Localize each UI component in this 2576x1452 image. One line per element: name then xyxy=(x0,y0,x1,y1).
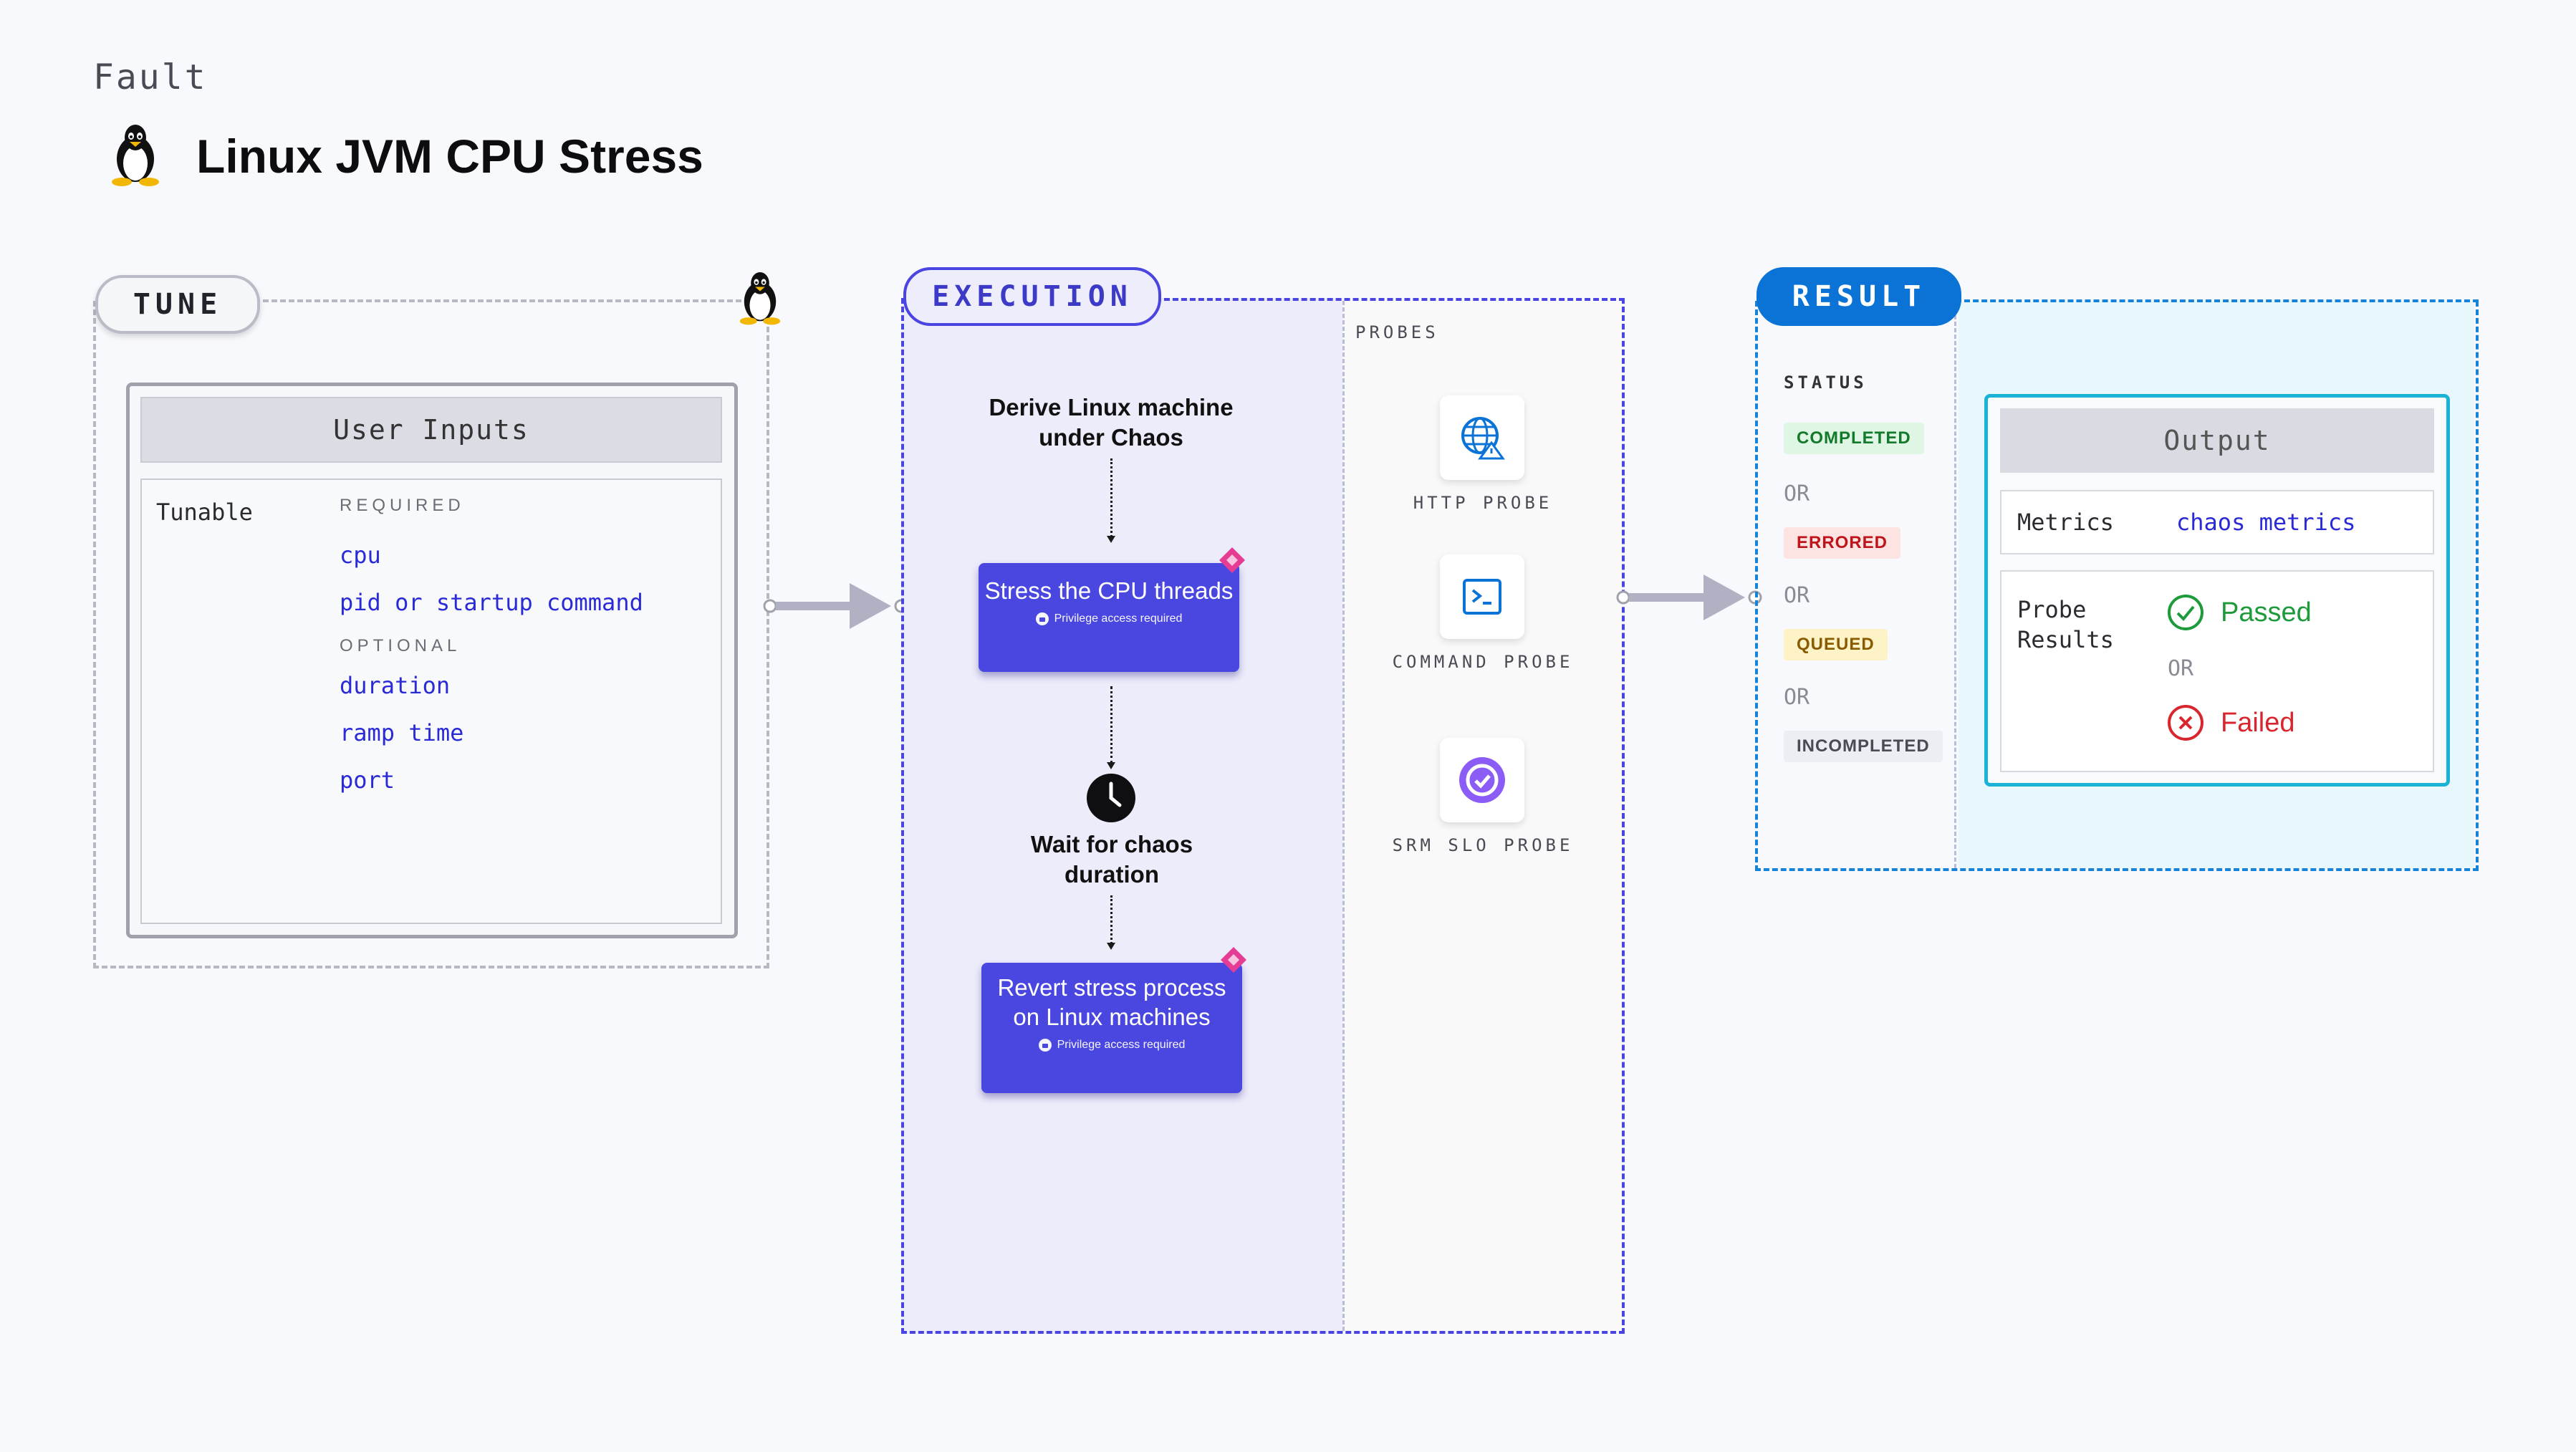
result-section xyxy=(1755,301,2479,871)
param-pid-or-startup-command: pid or startup command xyxy=(340,589,643,616)
linux-tux-icon xyxy=(735,266,785,332)
result-border-top xyxy=(1956,299,2479,302)
step-wait-duration: Wait for chaos duration xyxy=(1030,831,1193,888)
failed-label: Failed xyxy=(2221,708,2295,738)
step-revert-stress: Revert stress process on Linux machines … xyxy=(981,963,1242,1093)
status-incompleted-badge: INCOMPLETED xyxy=(1784,731,1943,762)
flow-arrow-execution-to-result xyxy=(1616,574,1762,620)
status-errored-badge: ERRORED xyxy=(1784,527,1901,559)
step-derive-machine: Derive Linux machine under Chaos xyxy=(989,394,1234,451)
page-eyebrow: Fault xyxy=(93,57,208,97)
required-caption: REQUIRED xyxy=(340,496,465,515)
privilege-note-text: Privilege access required xyxy=(1054,612,1183,625)
failed-x-icon xyxy=(2168,705,2203,741)
privilege-note-text: Privilege access required xyxy=(1057,1039,1186,1051)
or-label: OR xyxy=(1784,685,1810,710)
probe-results-label: Probe Results xyxy=(2017,596,2114,653)
srm-slo-probe-label: SRM SLO PROBE xyxy=(1392,835,1574,855)
status-caption: STATUS xyxy=(1784,372,1868,393)
command-probe-icon xyxy=(1463,579,1501,615)
execution-pill: EXECUTION xyxy=(903,267,1161,326)
command-probe-tile xyxy=(1440,554,1524,639)
connector-arrowhead xyxy=(1107,943,1115,950)
param-port: port xyxy=(340,766,395,794)
optional-caption: OPTIONAL xyxy=(340,636,461,655)
connector-arrowhead xyxy=(1107,536,1115,543)
lock-icon xyxy=(1035,612,1049,625)
tune-border-top xyxy=(254,299,741,302)
metrics-row: Metrics chaos metrics xyxy=(2000,490,2434,554)
srm-slo-probe-tile xyxy=(1440,738,1524,822)
passed-check-icon xyxy=(2168,595,2203,630)
tune-section xyxy=(93,301,769,968)
chaos-fault-icon xyxy=(1219,547,1245,573)
status-divider xyxy=(1954,315,1956,868)
or-label: OR xyxy=(2168,656,2194,681)
param-duration: duration xyxy=(340,672,451,699)
connector-line xyxy=(1110,895,1112,944)
connector-arrowhead xyxy=(1107,762,1115,769)
command-probe-label: COMMAND PROBE xyxy=(1392,652,1574,672)
or-label: OR xyxy=(1784,481,1810,506)
probes-divider xyxy=(1342,301,1345,1331)
metrics-label: Metrics xyxy=(2017,509,2114,536)
result-pill: RESULT xyxy=(1756,267,1961,326)
linux-tux-icon xyxy=(106,122,165,190)
param-ramp-time: ramp time xyxy=(340,719,464,746)
flow-arrow-tune-to-execution xyxy=(763,583,908,629)
privilege-note: Privilege access required xyxy=(981,1039,1242,1052)
clock-icon xyxy=(1087,774,1135,822)
step-stress-cpu-label: Stress the CPU threads xyxy=(984,577,1234,604)
http-probe-tile xyxy=(1440,395,1524,480)
execution-section xyxy=(901,298,1625,1334)
lock-icon xyxy=(1038,1039,1052,1052)
execution-border-top xyxy=(1155,298,1625,301)
probes-caption: PROBES xyxy=(1355,322,1439,342)
passed-label: Passed xyxy=(2221,597,2312,628)
user-inputs-body xyxy=(140,479,722,924)
param-cpu: cpu xyxy=(340,542,381,569)
connector-line xyxy=(1110,458,1112,537)
or-label: OR xyxy=(1784,583,1810,608)
step-revert-stress-label: Revert stress process on Linux machines xyxy=(997,974,1226,1030)
metrics-value: chaos metrics xyxy=(2176,509,2356,536)
tune-pill: TUNE xyxy=(95,275,260,334)
step-stress-cpu: Stress the CPU threads Privilege access … xyxy=(979,563,1239,672)
chaos-fault-icon xyxy=(1221,947,1246,973)
user-inputs-title: User Inputs xyxy=(140,397,722,463)
status-completed-badge: COMPLETED xyxy=(1784,423,1924,454)
page-title: Linux JVM CPU Stress xyxy=(196,129,703,183)
http-probe-label: HTTP PROBE xyxy=(1413,493,1553,513)
title-row: Linux JVM CPU Stress xyxy=(106,122,703,190)
tunable-label: Tunable xyxy=(156,499,253,526)
http-probe-icon xyxy=(1461,417,1505,460)
status-queued-badge: QUEUED xyxy=(1784,629,1888,660)
connector-line xyxy=(1110,686,1112,764)
privilege-note: Privilege access required xyxy=(979,612,1239,625)
probe-results-row: Probe Results Passed OR Failed xyxy=(2000,570,2434,772)
srm-slo-probe-icon xyxy=(1459,757,1505,803)
output-title: Output xyxy=(2000,408,2434,473)
